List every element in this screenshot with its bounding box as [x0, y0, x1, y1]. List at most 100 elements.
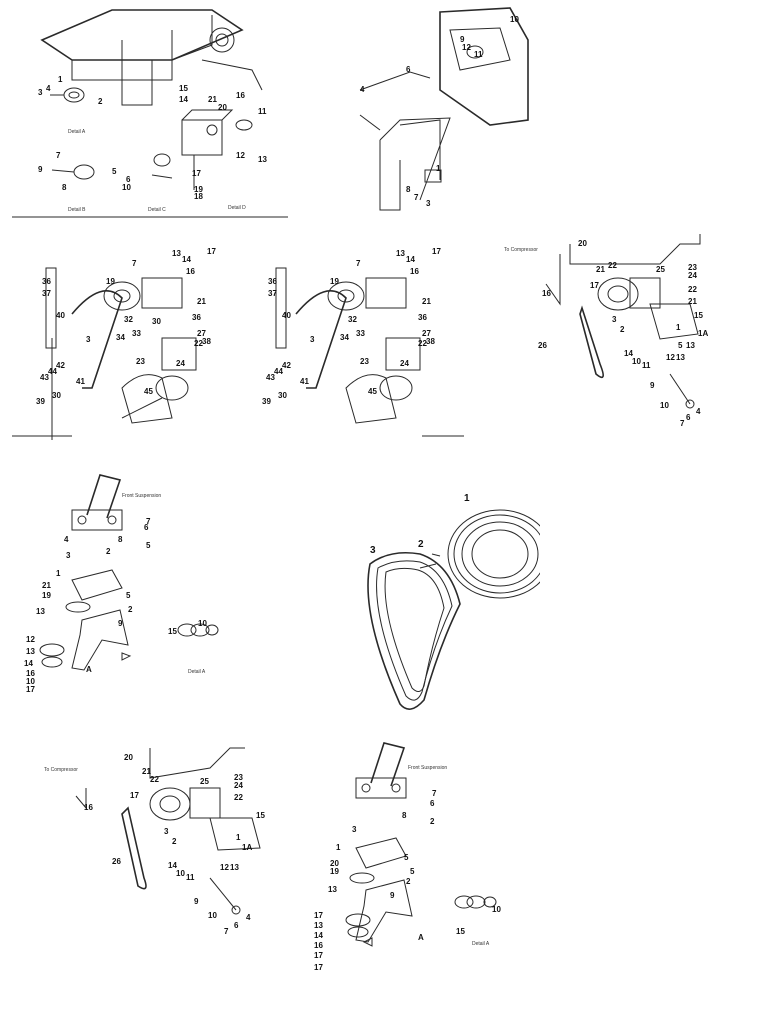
callout: 17: [192, 169, 201, 178]
detail-label: Detail D: [228, 205, 246, 211]
callout: 17: [314, 911, 323, 920]
callout: 7: [414, 193, 419, 202]
belt-pulley-drawing: [367, 509, 540, 710]
callout: 13: [686, 341, 695, 350]
callout: 9: [460, 35, 465, 44]
callout: 2: [406, 877, 411, 886]
callout: 34: [116, 333, 125, 342]
callout: 40: [282, 311, 291, 320]
callout: 2: [418, 539, 424, 550]
callout: 7: [432, 789, 437, 798]
callout: 19: [330, 277, 339, 286]
callout: 15: [456, 927, 465, 936]
callout: 16: [26, 669, 35, 678]
ac-compressor-diagram: To Compressor 20 16 21 22 17 25 23 24 22…: [500, 224, 726, 436]
callout: 30: [152, 317, 161, 326]
callout: 39: [36, 397, 45, 406]
callout: 19: [194, 185, 203, 194]
compressor-mount-diagram-b: 7 19 13 14 16 17 21 36 27 40 32 33 3 34 …: [242, 238, 464, 440]
callout: 17: [432, 247, 441, 256]
callout: 10: [198, 619, 207, 628]
callout: 43: [266, 373, 275, 382]
callout: 1: [436, 164, 441, 173]
callout: 27: [422, 329, 431, 338]
front-suspension-drawing: [39, 474, 219, 671]
callout: 2: [106, 547, 111, 556]
callout: 2: [98, 97, 103, 106]
callout: 13: [328, 885, 337, 894]
callout: 25: [656, 265, 665, 274]
callout: 22: [418, 339, 427, 348]
callout: 3: [426, 199, 431, 208]
callout: 36: [268, 277, 277, 286]
callout: 37: [42, 289, 51, 298]
callout: 2: [128, 605, 133, 614]
callout: 13: [230, 863, 239, 872]
callout: 42: [56, 361, 65, 370]
callout: 41: [300, 377, 309, 386]
callout: 7: [56, 151, 61, 160]
callout: 21: [142, 767, 151, 776]
callout: 3: [352, 825, 357, 834]
to-compressor-label: To Compressor: [504, 247, 538, 253]
callout: 36: [418, 313, 427, 322]
callout: 4: [64, 535, 69, 544]
callout: 11: [642, 361, 651, 370]
callout: 10: [632, 357, 641, 366]
callout: 22: [608, 261, 617, 270]
callout: 42: [282, 361, 291, 370]
callout: 3: [370, 545, 376, 556]
callout: 7: [680, 419, 685, 428]
to-compressor-label: To Compressor: [44, 767, 78, 773]
callout: 15: [168, 627, 177, 636]
callout: 21: [197, 297, 206, 306]
callout: 7: [146, 517, 151, 526]
callout: 40: [56, 311, 65, 320]
callout: 6: [406, 65, 411, 74]
callout: 1: [336, 843, 341, 852]
callout: 3: [612, 315, 617, 324]
callout: 32: [348, 315, 357, 324]
callout: 16: [314, 941, 323, 950]
callout: 24: [400, 359, 409, 368]
callout: 5: [410, 867, 415, 876]
callout: 13: [26, 647, 35, 656]
callout: 20: [330, 859, 339, 868]
callout: 5: [112, 167, 117, 176]
callout: 24: [688, 271, 697, 280]
callout: 19: [42, 591, 51, 600]
callout: 1A: [698, 329, 709, 338]
callout: 13: [172, 249, 181, 258]
callout: 23: [234, 773, 243, 782]
callout: 2: [172, 837, 177, 846]
callout: 17: [207, 247, 216, 256]
callout: 14: [406, 255, 415, 264]
front-suspension-diagram-2: Front Suspension 7 6 3 8 2 1 20 19 5 5 2…: [296, 738, 508, 978]
callout: 10: [208, 911, 217, 920]
callout: 12: [666, 353, 675, 362]
callout: 7: [132, 259, 137, 268]
callout: 33: [132, 329, 141, 338]
callout: 1: [236, 833, 241, 842]
callout: 21: [688, 297, 697, 306]
callout: 2: [430, 817, 435, 826]
callout: 24: [176, 359, 185, 368]
callout: 16: [84, 803, 93, 812]
compressor-mount-drawing-a: [12, 267, 197, 440]
callout: 22: [234, 793, 243, 802]
callout: 3: [66, 551, 71, 560]
callout: 16: [186, 267, 195, 276]
callout: 15: [179, 84, 188, 93]
callout: 10: [660, 401, 669, 410]
compressor-mount-diagram-a: 7 19 13 14 16 17 21 36 27 40 32 33 3 34 …: [12, 238, 240, 440]
callout: 9: [118, 619, 123, 628]
callout: 4: [360, 85, 365, 94]
callout: 12: [462, 43, 471, 52]
callout: 12: [236, 151, 245, 160]
compressor-mount-drawing-b: [275, 267, 464, 437]
callout: 27: [197, 329, 206, 338]
callout: 14: [314, 931, 323, 940]
callout: 6: [126, 175, 131, 184]
callout: 14: [168, 861, 177, 870]
callout: 23: [688, 263, 697, 272]
